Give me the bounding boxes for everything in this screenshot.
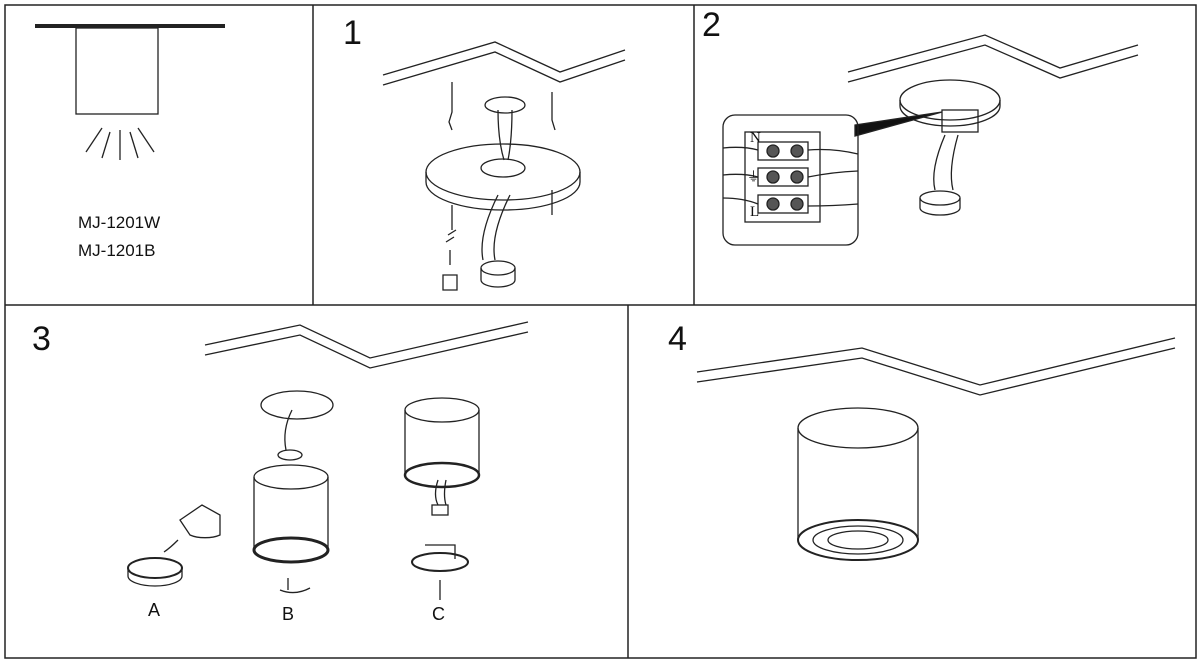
step3-assembly: [127, 390, 481, 600]
product-icon: [35, 24, 225, 160]
step3-ceiling: [204, 321, 529, 369]
step4-installed-light: [797, 407, 919, 561]
neutral-label: N: [750, 130, 761, 146]
ground-icon: ⏚: [747, 169, 761, 184]
model-number-white: MJ-1201W: [78, 213, 161, 232]
step2-ceiling: [847, 34, 1139, 83]
step1-ceiling: [382, 41, 626, 86]
step-number-4: 4: [668, 320, 687, 358]
step-number-3: 3: [32, 320, 51, 358]
step4-ceiling: [696, 337, 1176, 396]
step-number-2: 2: [702, 6, 721, 44]
step2-wiring: [722, 79, 1001, 246]
live-label: L: [750, 204, 760, 220]
substep-label-b: B: [282, 604, 295, 624]
panel-grid: [4, 4, 1197, 659]
step-number-1: 1: [343, 14, 362, 52]
terminal-block: [757, 141, 809, 214]
substep-label-a: A: [148, 600, 161, 620]
substep-label-c: C: [432, 604, 445, 624]
step1-mounting-plate: [425, 82, 581, 291]
model-number-black: MJ-1201B: [78, 241, 156, 260]
